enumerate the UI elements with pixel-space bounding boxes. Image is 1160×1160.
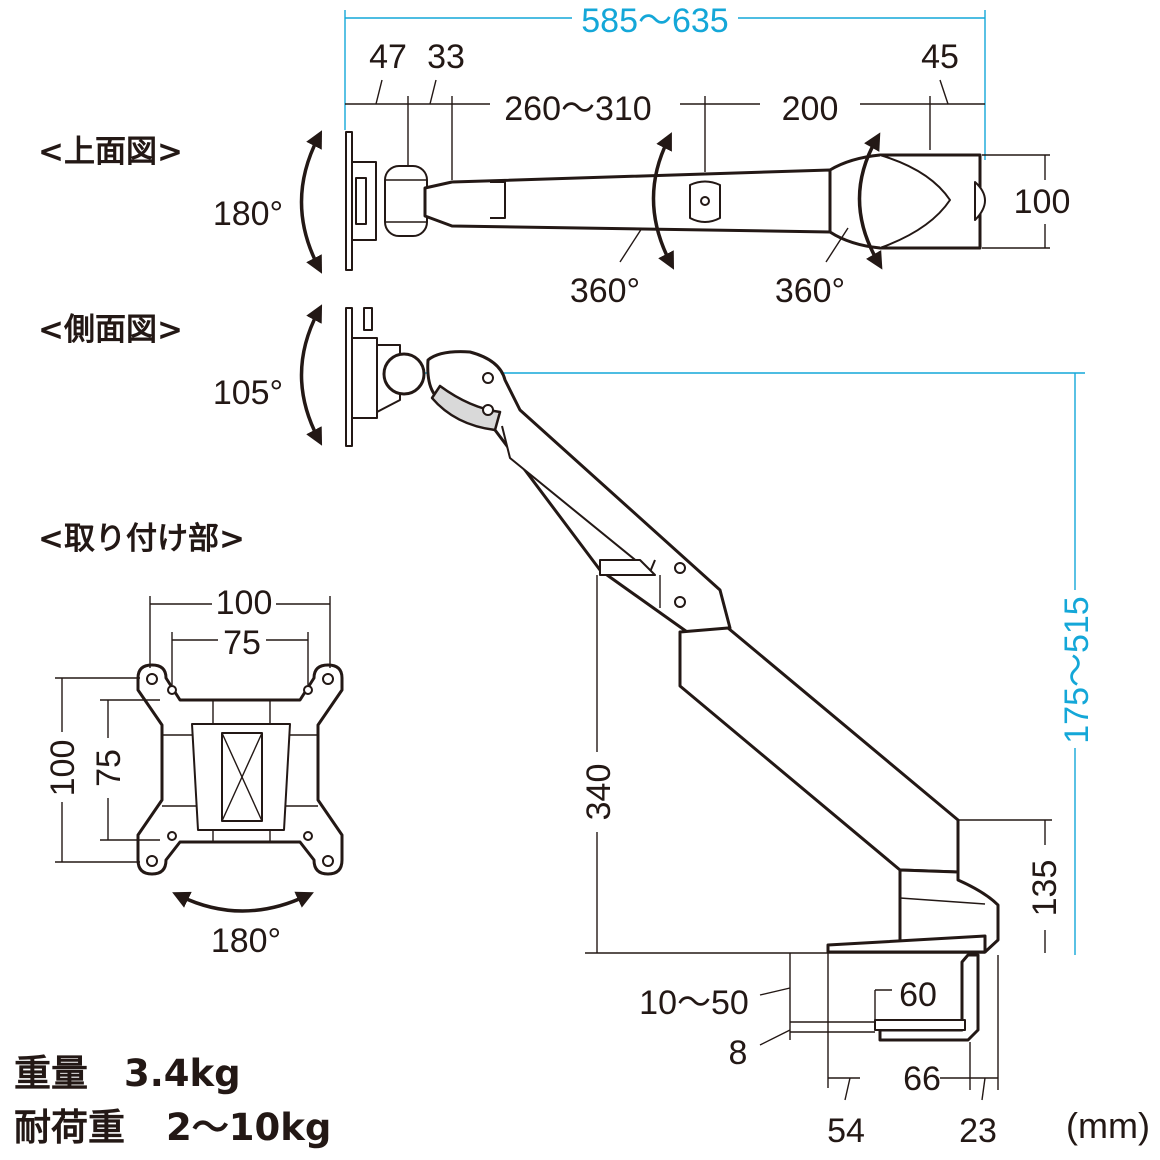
top-view-heading: <上面図> <box>38 134 183 170</box>
mount-view-heading: <取り付け部> <box>38 521 245 557</box>
weight-label: 重量 <box>14 1052 88 1095</box>
vesa-inner-width: 75 <box>223 624 261 662</box>
depth-100-dimension: 100 <box>1014 183 1071 221</box>
dim-arm1: 260～310 <box>504 90 651 128</box>
clamp-54-dimension: 54 <box>827 1112 865 1150</box>
height-range-dimension: 175～515 <box>1058 596 1096 743</box>
load-value: 2～10kg <box>166 1106 331 1149</box>
joint1-rotation-label: 360° <box>570 272 640 310</box>
dim-45: 45 <box>921 38 959 76</box>
mount-rotation-label: 180° <box>211 922 281 960</box>
clamp-range-dimension: 10～50 <box>639 984 749 1022</box>
mount-view-drawing: 100 75 100 75 180° <box>44 584 344 960</box>
tilt-label: 105° <box>213 374 283 412</box>
vesa-outer-height: 100 <box>44 740 82 797</box>
clamp-23-dimension: 23 <box>959 1112 997 1150</box>
side-view-heading: <側面図> <box>38 312 183 348</box>
pole-height-dimension: 340 <box>580 764 618 821</box>
panel-rotation-label: 180° <box>213 195 283 233</box>
vesa-outer-width: 100 <box>216 584 273 622</box>
unit-label: (mm) <box>1066 1105 1150 1146</box>
load-label: 耐荷重 <box>14 1106 125 1149</box>
clamp-60-dimension: 60 <box>899 976 937 1014</box>
dim-33: 33 <box>427 38 465 76</box>
joint2-rotation-label: 360° <box>775 272 845 310</box>
top-view-drawing: 585～635 47 33 45 260～310 200 <box>213 2 1071 310</box>
dim-47: 47 <box>369 38 407 76</box>
clamp-plate-dimension: 8 <box>729 1034 748 1072</box>
spec-block: 重量 3.4kg 耐荷重 2～10kg <box>14 1052 331 1149</box>
clamp-66-dimension: 66 <box>903 1060 941 1098</box>
dim-arm2: 200 <box>782 90 839 128</box>
weight-value: 3.4kg <box>124 1052 241 1095</box>
total-length-dimension: 585～635 <box>581 2 728 40</box>
side-view-drawing: 175～515 340 135 <box>213 304 1096 1150</box>
base-height-dimension: 135 <box>1026 860 1064 917</box>
vesa-inner-height: 75 <box>90 749 128 787</box>
